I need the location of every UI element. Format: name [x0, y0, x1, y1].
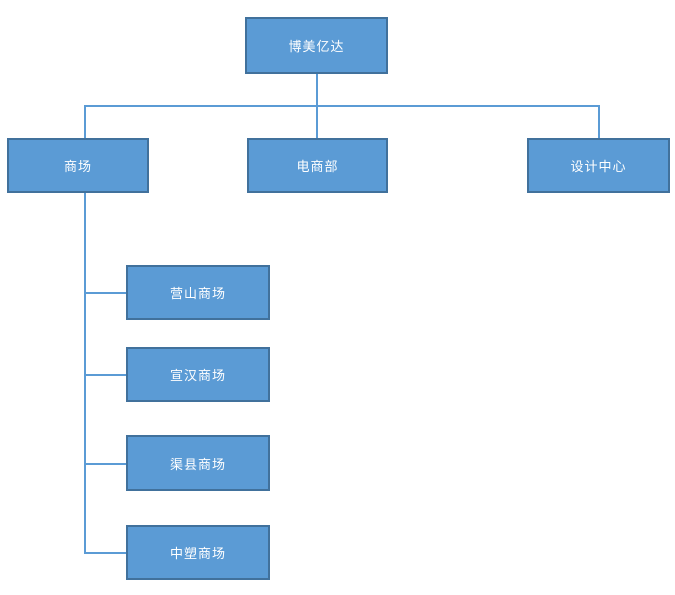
connector-trunk-shangchang [84, 193, 86, 553]
connector-stub-4 [84, 552, 126, 554]
connector-drop-left [84, 105, 86, 138]
org-node-xuanhan[interactable]: 宣汉商场 [126, 347, 270, 402]
org-node-zhongsu-label: 中塑商场 [169, 547, 226, 562]
org-node-yingshan-label: 营山商场 [169, 287, 226, 302]
org-node-root-label: 博美亿达 [288, 40, 345, 55]
org-node-shejizhongxin-label: 设计中心 [570, 160, 627, 175]
connector-stub-3 [84, 463, 126, 465]
connector-rail [84, 105, 599, 107]
org-node-dianshangbu-label: 电商部 [296, 160, 339, 175]
org-node-dianshangbu[interactable]: 电商部 [247, 138, 388, 193]
org-node-quxian[interactable]: 渠县商场 [126, 435, 270, 491]
org-node-xuanhan-label: 宣汉商场 [169, 369, 226, 384]
connector-stub-2 [84, 374, 126, 376]
org-node-zhongsu[interactable]: 中塑商场 [126, 525, 270, 580]
org-node-shejizhongxin[interactable]: 设计中心 [527, 138, 670, 193]
org-node-root[interactable]: 博美亿达 [245, 17, 388, 74]
org-node-shangchang-label: 商场 [63, 160, 92, 175]
connector-drop-right [598, 105, 600, 138]
org-node-yingshan[interactable]: 营山商场 [126, 265, 270, 320]
org-node-quxian-label: 渠县商场 [169, 457, 226, 473]
connector-stub-1 [84, 292, 126, 294]
org-node-shangchang[interactable]: 商场 [7, 138, 149, 193]
